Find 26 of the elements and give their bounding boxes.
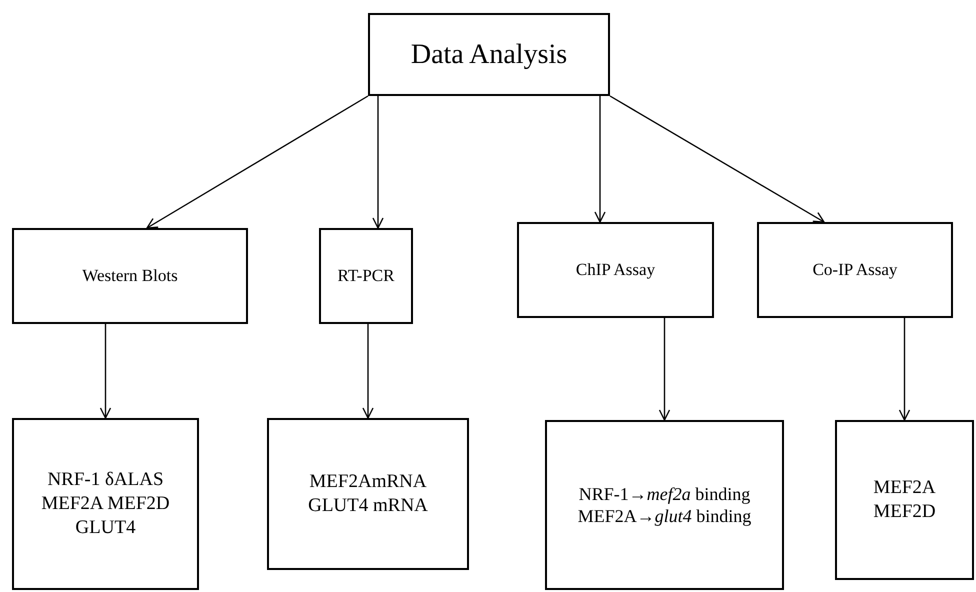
box-text: RT-PCR xyxy=(338,265,394,287)
method-box xyxy=(319,228,413,324)
box-text: MEF2A MEF2D xyxy=(872,476,937,524)
box-text: Co-IP Assay xyxy=(812,259,898,281)
arrow xyxy=(658,318,670,421)
arrow xyxy=(100,324,112,419)
box-text: Western Blots xyxy=(82,265,178,287)
arrow xyxy=(362,324,374,419)
box-text: ChIP Assay xyxy=(576,259,656,281)
box-text: NRF-1→mef2a binding MEF2A→glut4 binding xyxy=(576,482,752,528)
box-text: MEF2AmRNA GLUT4 mRNA xyxy=(307,470,429,518)
result-box xyxy=(267,418,469,570)
result-box xyxy=(545,420,784,590)
box-text: Data Analysis xyxy=(410,38,568,72)
arrow xyxy=(898,318,910,421)
box-text: NRF-1 δALAS MEF2A MEF2D GLUT4 xyxy=(40,468,171,540)
result-box xyxy=(12,418,199,590)
method-box xyxy=(12,228,248,324)
arrow xyxy=(610,95,825,223)
arrow xyxy=(146,95,368,229)
arrow xyxy=(372,96,384,229)
result-box xyxy=(835,420,974,580)
method-box xyxy=(757,222,953,318)
root-box xyxy=(368,13,610,96)
method-box xyxy=(517,222,714,318)
arrow xyxy=(594,96,606,223)
